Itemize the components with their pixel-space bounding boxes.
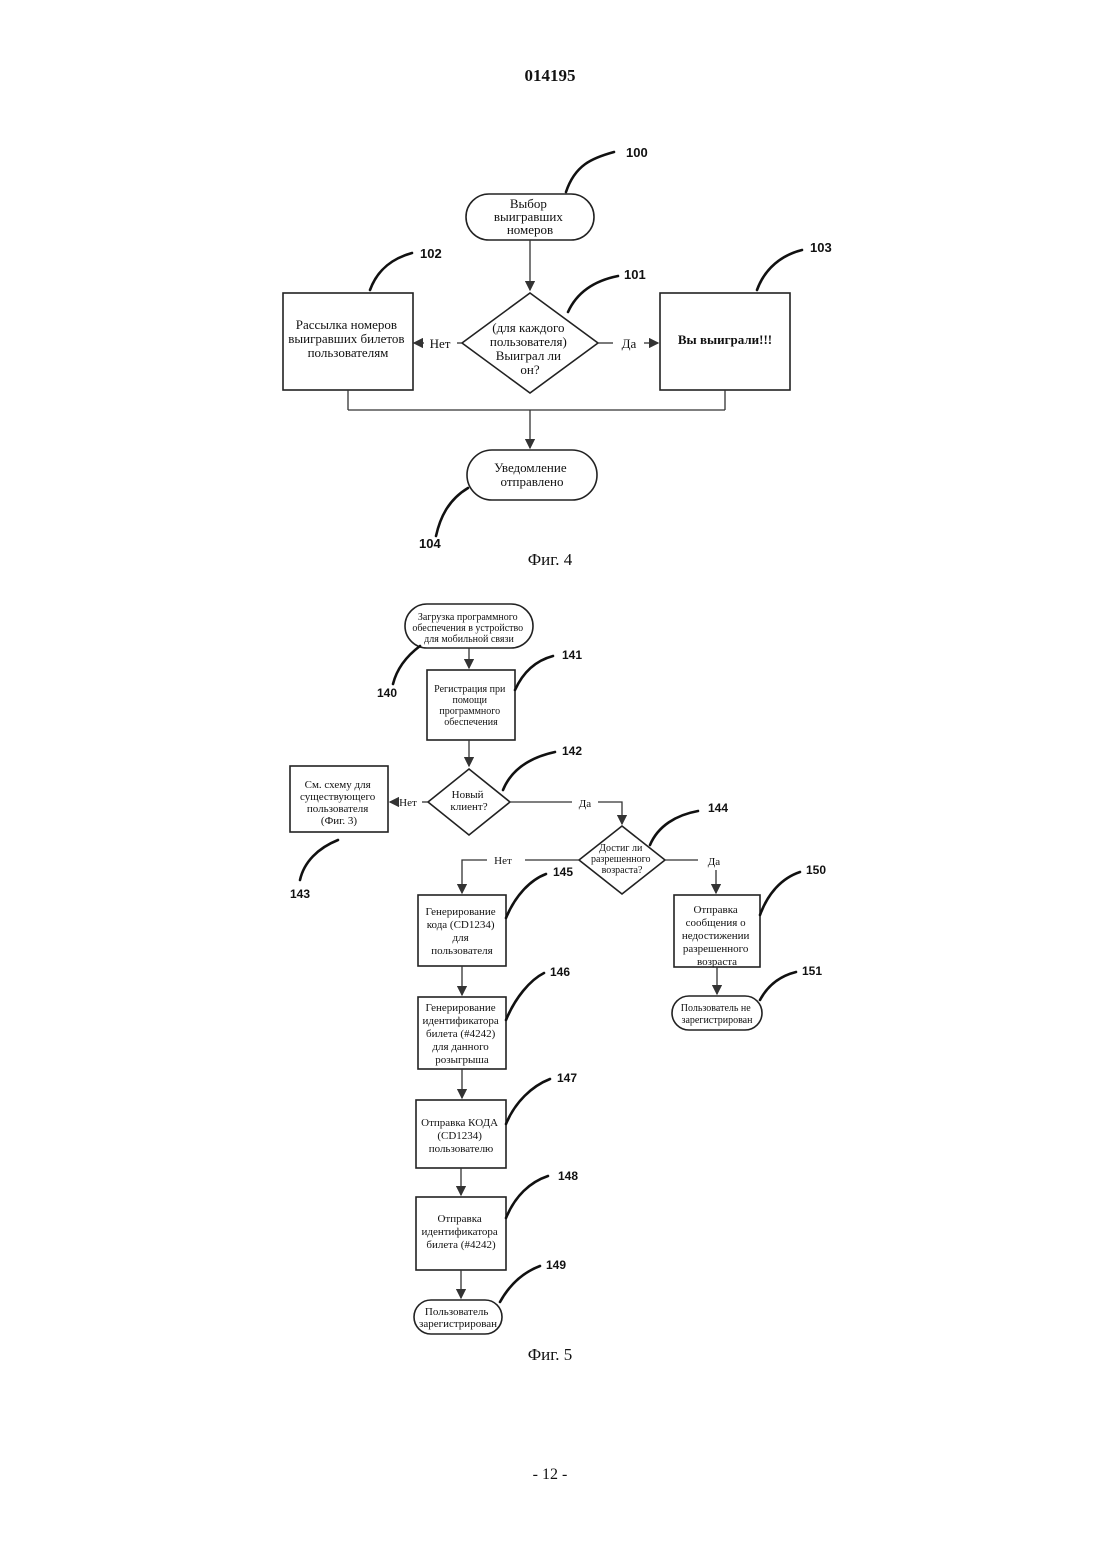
ref-label-144: 144: [708, 801, 728, 815]
fig4-start-line: номеров: [507, 222, 553, 237]
fig5-node-141-line: обеспечения: [444, 717, 498, 728]
fig5-edge-144-yes: Да: [708, 856, 721, 868]
fig5-node-148-line: билета (#4242): [426, 1239, 496, 1251]
svg-text:Регистрация при помощи: Регистрация при помощи программного обес…: [434, 684, 508, 728]
fig5-diagram: Загрузка программного обеспечения в устр…: [290, 604, 826, 1334]
fig5-node-146-line: идентификатора: [422, 1015, 498, 1027]
svg-text:Загрузка программного об: Загрузка программного обеспечения в устр…: [412, 612, 525, 645]
ref-label-100: 100: [626, 145, 648, 160]
fig5-node-143-line: пользователя: [307, 803, 368, 815]
fig5-node-140-line: Загрузка программного: [418, 612, 518, 623]
fig5-node-141-line: помощи: [452, 695, 487, 706]
fig5-caption: Фиг. 5: [0, 1345, 1100, 1365]
fig4-caption: Фиг. 4: [0, 550, 1100, 570]
fig5-node-148-line: идентификатора: [421, 1226, 497, 1238]
fig5-node-145-line: Генерирование: [426, 906, 496, 918]
ref-label-104: 104: [419, 536, 441, 551]
fig5-node-142-line: клиент?: [450, 801, 487, 813]
fig5-node-141-line: программного: [439, 706, 500, 717]
fig5-node-144-line: разрешенного: [591, 854, 651, 865]
fig4-decision-line: пользователя): [490, 334, 567, 349]
fig5-node-147-line: Отправка КОДА: [421, 1117, 498, 1129]
fig5-node-146-line: розыгрыша: [435, 1054, 489, 1066]
fig5-node-151-line: Пользователь не: [681, 1003, 752, 1014]
fig5-node-149-line: зарегистрирован: [419, 1318, 497, 1330]
fig4-end-line: Уведомление: [494, 460, 567, 475]
fig4-yes-label: Да: [622, 336, 637, 351]
fig5-node-150-line: сообщения о: [686, 917, 746, 929]
ref-label-147: 147: [557, 1071, 577, 1085]
fig5-node-147-line: пользователю: [429, 1143, 494, 1155]
fig5-node-150-line: возраста: [697, 956, 737, 968]
ref-label-146: 146: [550, 965, 570, 979]
ref-label-148: 148: [558, 1169, 578, 1183]
svg-text:Пользователь зарегистрир: Пользователь зарегистрирован: [419, 1306, 497, 1330]
ref-label-151: 151: [802, 964, 822, 978]
fig5-node-149-line: Пользователь: [425, 1306, 488, 1318]
fig5-node-144-line: Достиг ли: [599, 843, 643, 854]
ref-label-142: 142: [562, 744, 582, 758]
fig5-node-150-line: разрешенного: [683, 943, 749, 955]
ref-label-145: 145: [553, 865, 573, 879]
fig5-node-140-line: обеспечения в устройство: [412, 623, 523, 634]
fig5-node-143-line: существующего: [300, 791, 376, 803]
ref-label-149: 149: [546, 1258, 566, 1272]
ref-label-141: 141: [562, 648, 582, 662]
ref-label-101: 101: [624, 267, 646, 282]
svg-text:Уведомление отправлено: Уведомление отправлено: [494, 460, 570, 489]
fig4-decision-line: он?: [520, 362, 539, 377]
fig4-no-box-line: Рассылка номеров: [296, 317, 397, 332]
ref-label-103: 103: [810, 240, 832, 255]
ref-label-140: 140: [377, 686, 397, 700]
fig5-node-150-line: недостижении: [682, 930, 750, 942]
page-footer-number: - 12 -: [0, 1466, 1100, 1484]
fig5-node-141-line: Регистрация при: [434, 684, 506, 695]
fig5-node-143-line: (Фиг. 3): [321, 815, 358, 827]
fig4-decision-line: (для каждого: [492, 320, 564, 335]
fig4-no-box-line: пользователям: [308, 345, 389, 360]
svg-text:Пользователь не зарегист: Пользователь не зарегистрирован: [681, 1003, 753, 1026]
fig5-node-143-line: См. схему для: [305, 779, 371, 791]
fig4-decision-line: Выиграл ли: [496, 348, 561, 363]
fig5-node-146-line: билета (#4242): [426, 1028, 496, 1040]
fig5-edge-142-no: Нет: [399, 797, 417, 809]
fig5-node-145-line: кода (CD1234): [427, 919, 495, 931]
fig5-node-146-line: Генерирование: [426, 1002, 496, 1014]
ref-label-143: 143: [290, 887, 310, 901]
fig4-end-line: отправлено: [501, 474, 564, 489]
fig5-node-147-line: (CD1234): [437, 1130, 482, 1142]
fig5-node-140-line: для мобильной связи: [424, 634, 514, 645]
fig5-node-151-line: зарегистрирован: [682, 1015, 754, 1026]
fig4-no-box-line: выигравших билетов: [288, 331, 404, 346]
ref-label-102: 102: [420, 246, 442, 261]
fig5-node-146-line: для данного: [432, 1041, 489, 1053]
fig5-node-148-line: Отправка: [437, 1213, 481, 1225]
fig5-edge-144-no: Нет: [494, 855, 512, 867]
fig5-node-150-line: Отправка: [693, 904, 737, 916]
fig5-edge-142-yes: Да: [579, 798, 592, 810]
fig5-node-145-line: для: [453, 932, 469, 944]
fig4-diagram: Выбор выигравших номеров 100 (для каждог…: [283, 145, 832, 551]
fig4-yes-box-line: Вы выиграли!!!: [678, 332, 772, 347]
fig4-no-label: Нет: [430, 336, 451, 351]
svg-text:Новый клиент?: Новый клиент?: [450, 789, 487, 813]
fig5-node-145-line: пользователя: [431, 945, 492, 957]
ref-label-150: 150: [806, 863, 826, 877]
fig5-node-142-line: Новый: [452, 789, 484, 801]
fig5-node-144-line: возраста?: [602, 865, 643, 876]
